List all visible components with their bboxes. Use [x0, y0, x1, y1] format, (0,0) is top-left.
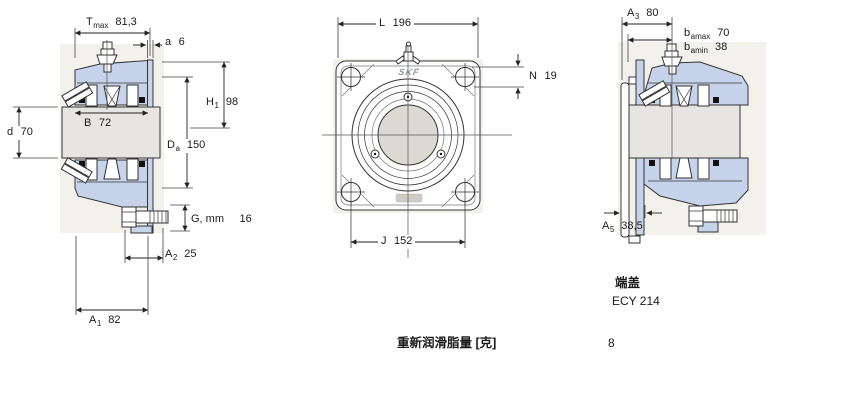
bearing-upper [61, 81, 147, 108]
dim-b-label: B 72 [84, 117, 112, 129]
dim-bamin-label: bamin 38 [684, 41, 728, 56]
end-cover-value: ECY 214 [612, 294, 660, 308]
dim-a1-label: A1 82 [89, 314, 121, 329]
dim-l-label: L 196 [376, 17, 414, 32]
flange-lower-right [635, 157, 645, 236]
dim-g-label: G, mm 16 [191, 213, 252, 225]
dim-bamax-label: bamax 70 [684, 27, 730, 42]
right-view-drawing [604, 17, 766, 244]
flange-upper [147, 59, 154, 108]
shaft-section [61, 106, 161, 159]
flange-bolt-holes [337, 63, 479, 206]
dim-a3-label: A3 80 [627, 7, 659, 22]
bearing-lower-right [648, 157, 742, 182]
dim-a2-label: A2 25 [165, 248, 197, 263]
mounting-bolt-right-view [688, 205, 738, 227]
grease-fitting-front-icon [395, 41, 421, 65]
grease-fitting-right-icon [661, 43, 683, 75]
regrease-label: 重新润滑脂量 [克] [397, 336, 497, 350]
shaft-right [628, 104, 741, 159]
regrease-value: 8 [608, 336, 615, 350]
left-view-dimensions [13, 28, 230, 315]
dim-j-label: J 152 [378, 235, 416, 250]
dim-a5-label: A5 38,5 [602, 220, 643, 235]
housing-foot [130, 225, 153, 234]
dim-d-label: d 70 [4, 126, 36, 141]
dim-tmax-label: Tmax 81,3 [86, 16, 137, 31]
skf-logo: SKF [397, 67, 421, 77]
dim-h1-label: H1 98 [206, 96, 239, 111]
end-cover [620, 76, 641, 244]
front-view-drawing [322, 17, 524, 258]
part-number-stamp [395, 193, 423, 203]
flange-upper-right [635, 59, 645, 106]
bearing-lower [60, 157, 147, 184]
bearing-upper-right [638, 80, 742, 107]
dim-a-label: a 6 [165, 36, 185, 48]
right-view-dimensions [604, 17, 673, 218]
dim-n-label: N 19 [529, 70, 557, 82]
dim-da-label: Da 150 [164, 139, 209, 154]
end-cover-label: 端盖 [615, 276, 641, 290]
left-view-drawing [13, 28, 230, 315]
mounting-bolt-left-view [121, 206, 169, 228]
